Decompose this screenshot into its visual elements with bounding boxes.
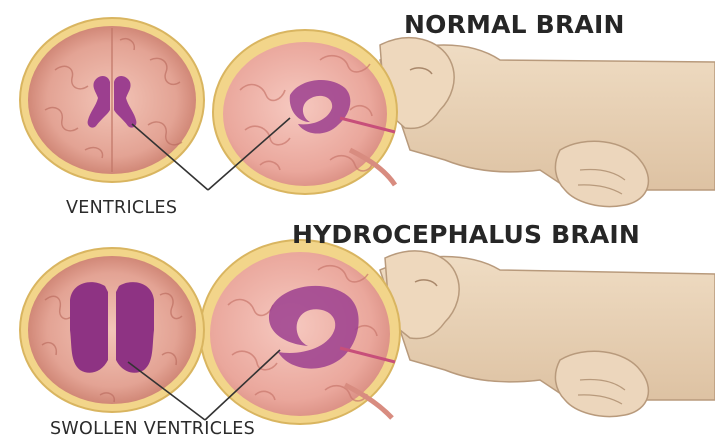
hydrocephalus-brain-heading: HYDROCEPHALUS BRAIN: [292, 220, 640, 249]
normal-side-brain: [223, 42, 387, 186]
hydro-axial-brain: [28, 256, 196, 404]
normal-brain-heading: NORMAL BRAIN: [404, 10, 625, 39]
hydro-side-brain: [210, 252, 390, 416]
normal-panel-art: [20, 18, 715, 207]
hydrocephalus-panel-art: [20, 240, 715, 424]
normal-baby-body: [380, 38, 715, 207]
ventricles-label: VENTRICLES: [66, 198, 177, 218]
hydro-baby-body: [380, 251, 715, 417]
swollen-ventricles-label: SWOLLEN VENTRICLES: [50, 419, 255, 439]
